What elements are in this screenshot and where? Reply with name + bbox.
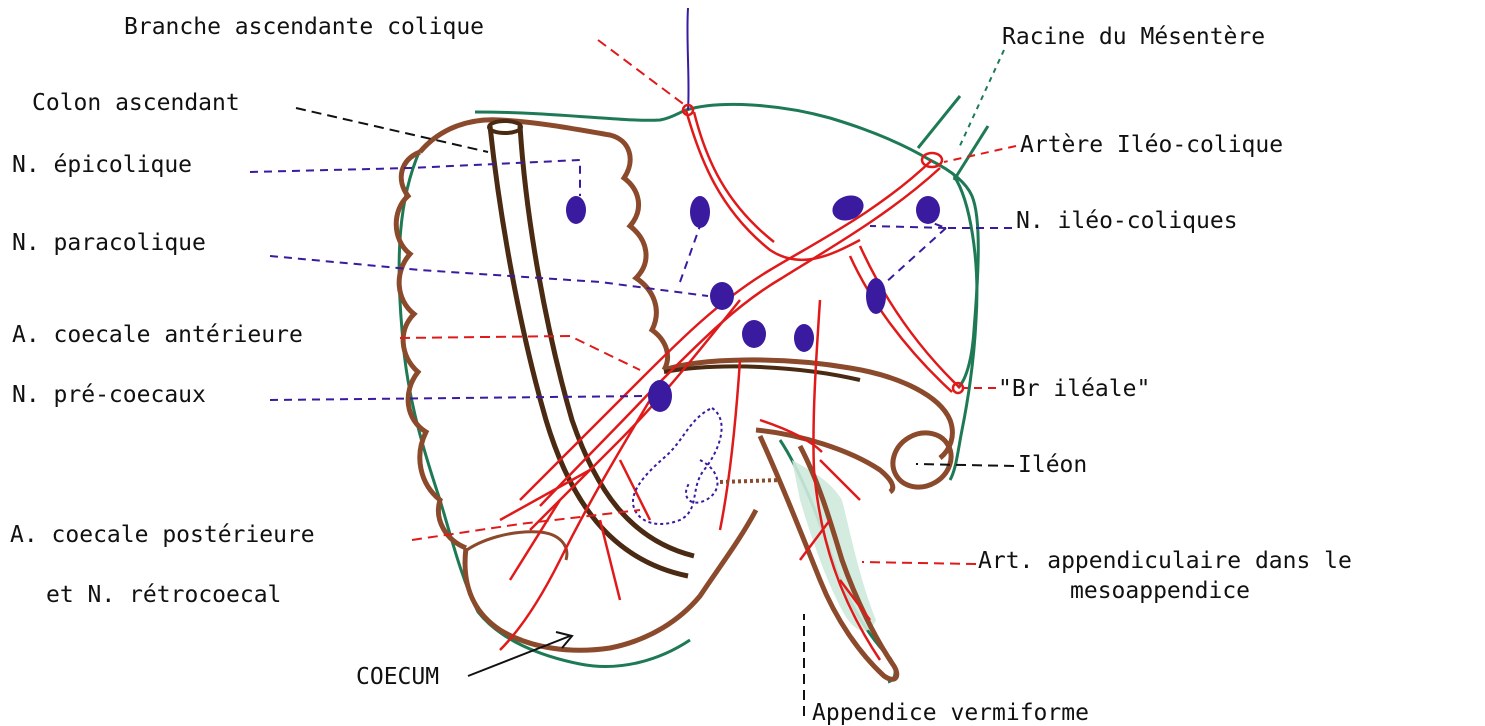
ileal-branch: [860, 246, 960, 388]
ileocolic-node-2: [916, 196, 940, 224]
caecum-lower-lobe: [464, 532, 567, 560]
leader-art-appendiculaire: [862, 562, 976, 564]
label-n-ileo-coliques: N. iléo-coliques: [1016, 208, 1238, 234]
leader-coecale-anterieure: [400, 336, 640, 370]
leader-lines: [250, 40, 1016, 716]
label-appendice: Appendice vermiforme: [812, 700, 1089, 726]
ileocolic-node-1: [829, 191, 867, 224]
vessel-to-ascending: [687, 8, 688, 110]
retrocaecal-loop-2: [686, 460, 717, 503]
precaecal-node-3: [648, 380, 672, 412]
label-n-pre-coecaux: N. pré-coecaux: [12, 382, 206, 408]
precaecal-node-1: [742, 320, 766, 348]
label-branche-ascendante: Branche ascendante colique: [124, 14, 484, 40]
epicolic-node: [566, 196, 586, 224]
posterior-caecal-artery: [500, 400, 650, 650]
ileum-outline-top: [664, 360, 952, 458]
label-racine-mesentere: Racine du Mésentère: [1002, 24, 1265, 50]
leader-ileon: [916, 464, 1014, 466]
ileocolic-node-3: [866, 278, 886, 314]
label-coecum: COECUM: [356, 664, 439, 690]
caecal-twig-2: [510, 500, 560, 580]
taenia-ileum-band: [664, 366, 860, 380]
label-artere-ileo-colique: Artère Iléo-colique: [1020, 132, 1283, 158]
leader-artere-ileo-colique: [944, 146, 1016, 162]
ascending-colic-branch: [686, 110, 860, 260]
label-a-coecale-posterieure: A. coecale postérieure: [10, 522, 315, 548]
caecal-twig-4: [600, 520, 620, 600]
taenia-line-right: [520, 126, 694, 556]
colon-caecum: [396, 120, 961, 680]
label-a-coecale-anterieure: A. coecale antérieure: [12, 322, 303, 348]
label-br-ileale: "Br iléale": [998, 376, 1150, 402]
leader-pre-coecaux: [270, 396, 646, 400]
colon-left-outline: [396, 152, 466, 548]
mesentery-root-stub-a: [918, 96, 960, 148]
label-ileon: Iléon: [1018, 452, 1087, 478]
caecum-outline: [465, 510, 756, 650]
ileocolic-trunk-2: [540, 168, 940, 506]
retrocaecal-loop: [633, 408, 722, 524]
label-n-retrocoecal: et N. rétrocoecal: [46, 582, 281, 608]
retrocaecal-lymphatics: [633, 408, 722, 524]
paracolic-node: [710, 282, 734, 310]
label-n-paracolique: N. paracolique: [12, 230, 206, 256]
label-art-appendiculaire-1: Art. appendiculaire dans le: [978, 548, 1352, 574]
leader-ileo-coliques: [870, 222, 1012, 284]
paracolic-node-upper: [690, 196, 710, 228]
ileal-twig: [720, 360, 740, 530]
mesentery: [399, 96, 988, 682]
leader-branche-ascendante: [598, 40, 686, 106]
taenia-top-cap: [489, 121, 521, 133]
label-n-epicolique: N. épicolique: [12, 152, 192, 178]
label-art-appendiculaire-2: mesoappendice: [1070, 578, 1250, 604]
label-colon-ascendant: Colon ascendant: [32, 90, 240, 116]
leader-colon-ascendant: [296, 108, 488, 152]
colon-haustra-outline: [420, 120, 668, 370]
precaecal-node-2: [794, 324, 814, 352]
